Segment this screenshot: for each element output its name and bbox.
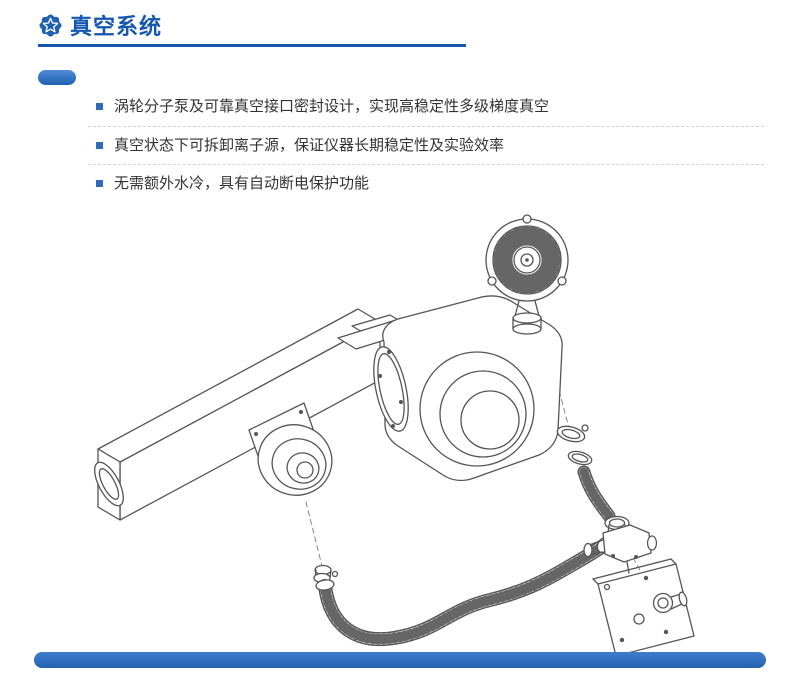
feature-item: 无需额外水冷，具有自动断电保护功能 — [88, 165, 764, 203]
feature-item: 涡轮分子泵及可靠真空接口密封设计，实现高稳定性多级梯度真空 — [88, 88, 764, 127]
corrugated-hose-short — [577, 465, 616, 523]
hose-clamps-right — [556, 424, 593, 466]
section-header: 真空系统 — [38, 9, 162, 41]
turbo-pump-body — [373, 295, 563, 482]
corrugated-hose-long — [315, 536, 612, 647]
title-underline — [38, 44, 466, 47]
feature-text: 无需额外水冷，具有自动断电保护功能 — [114, 174, 370, 192]
feature-list: 涡轮分子泵及可靠真空接口密封设计，实现高稳定性多级梯度真空 真空状态下可拆卸离子… — [88, 88, 764, 203]
mounting-plate — [592, 558, 695, 657]
bottom-accent-bar — [34, 652, 766, 668]
bullet-square-icon — [96, 103, 103, 111]
page-title: 真空系统 — [70, 15, 163, 40]
feature-text: 真空状态下可拆卸离子源，保证仪器长期稳定性及实验效率 — [114, 135, 505, 154]
feature-text: 涡轮分子泵及可靠真空接口密封设计，实现高稳定性多级梯度真空 — [114, 97, 550, 115]
bullet-square-icon — [96, 180, 103, 188]
seal-star-icon — [38, 13, 63, 38]
feature-item: 真空状态下可拆卸离子源，保证仪器长期稳定性及实验效率 — [88, 127, 764, 165]
viewport-cylinder — [248, 402, 333, 496]
accent-bar — [38, 70, 76, 85]
vacuum-system-drawing — [0, 206, 800, 666]
vacuum-duct — [94, 308, 381, 521]
bullet-square-icon — [96, 141, 103, 149]
valve-manifold — [583, 515, 658, 574]
gauge-fan-head — [485, 214, 569, 335]
